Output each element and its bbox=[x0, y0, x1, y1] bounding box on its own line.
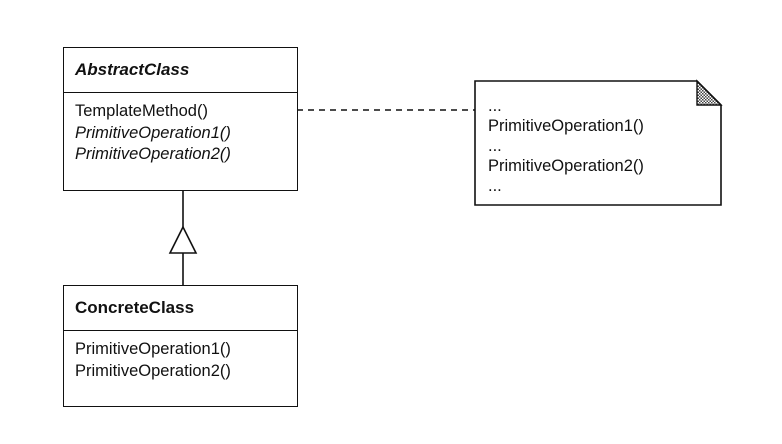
note-outline bbox=[474, 80, 722, 206]
abstract-class-box: AbstractClass TemplateMethod() Primitive… bbox=[63, 47, 298, 191]
concrete-class-name: ConcreteClass bbox=[64, 286, 297, 331]
concrete-class-operations: PrimitiveOperation1() PrimitiveOperation… bbox=[64, 331, 297, 382]
concrete-class-box: ConcreteClass PrimitiveOperation1() Prim… bbox=[63, 285, 298, 407]
note-folded-corner bbox=[696, 79, 723, 106]
primitive-operation-2-abstract: PrimitiveOperation2() bbox=[75, 145, 231, 163]
primitive-operation-1-concrete: PrimitiveOperation1() bbox=[75, 340, 231, 358]
note-line-ellipsis-1: ... bbox=[488, 97, 502, 115]
primitive-operation-1-abstract: PrimitiveOperation1() bbox=[75, 123, 231, 142]
inheritance-arrowhead bbox=[168, 225, 198, 254]
template-method-operation: TemplateMethod() bbox=[75, 102, 208, 120]
template-method-note: ... PrimitiveOperation1() ... PrimitiveO… bbox=[475, 81, 721, 205]
note-line-ellipsis-3: ... bbox=[488, 177, 502, 195]
note-line-ellipsis-2: ... bbox=[488, 137, 502, 155]
abstract-class-name: AbstractClass bbox=[64, 48, 297, 93]
primitive-operation-2-concrete: PrimitiveOperation2() bbox=[75, 361, 231, 380]
note-line-primitive-operation-2: PrimitiveOperation2() bbox=[488, 157, 644, 175]
abstract-class-operations: TemplateMethod() PrimitiveOperation1() P… bbox=[64, 93, 297, 166]
note-line-primitive-operation-1: PrimitiveOperation1() bbox=[488, 117, 644, 135]
